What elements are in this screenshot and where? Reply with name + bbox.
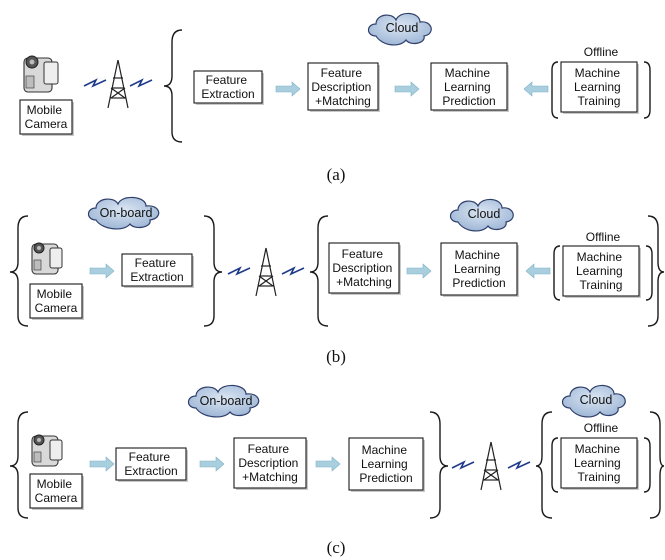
arrow-a1 xyxy=(275,81,301,97)
feature-extraction-box xyxy=(193,70,263,104)
feature-extraction-box xyxy=(121,253,193,287)
ml-prediction-box xyxy=(348,437,424,491)
arrow-b1 xyxy=(406,263,432,279)
ml-prediction-box xyxy=(430,62,508,111)
ml-prediction-label: Machine Learning Prediction xyxy=(359,443,412,485)
brace-c-mid xyxy=(429,411,449,519)
offline-label: Offline xyxy=(584,45,619,59)
cloud-label: Cloud xyxy=(580,393,613,407)
mobile-camera-label: Mobile Camera xyxy=(35,287,78,315)
cloud-icon xyxy=(449,198,514,232)
feature-description-label: Feature Description +Matching xyxy=(311,66,374,108)
arrow-b2 xyxy=(525,263,551,279)
brace-c-left xyxy=(9,411,29,519)
cloud-icon xyxy=(187,384,260,418)
arrow-a2 xyxy=(394,81,420,97)
cloud-icon xyxy=(367,12,432,46)
mobile-camera-label: Mobile Camera xyxy=(35,477,78,505)
ml-prediction-label: Machine Learning Prediction xyxy=(442,66,495,108)
feature-description-box xyxy=(233,437,307,489)
cell-tower-icon xyxy=(480,441,502,491)
arrow-c2 xyxy=(315,456,341,472)
mobile-camera-box xyxy=(19,99,73,135)
brace-b-right1 xyxy=(203,215,223,327)
mobile-camera-label: Mobile Camera xyxy=(25,103,68,131)
brace-c-right-close xyxy=(649,411,665,519)
cell-tower-icon xyxy=(107,59,129,109)
feature-extraction-label: Feature Extraction xyxy=(201,73,254,101)
ml-training-label: Machine Learning Training xyxy=(576,250,626,292)
mobile-camera-box xyxy=(29,283,83,319)
offline-label: Offline xyxy=(586,230,621,244)
brace-left xyxy=(163,29,183,143)
arrow-c0 xyxy=(89,456,115,472)
caption-c: (c) xyxy=(327,538,346,557)
onboard-label: On-board xyxy=(100,206,153,220)
cell-tower-icon xyxy=(255,247,277,297)
feature-description-label: Feature Description +Matching xyxy=(332,247,395,289)
camera-icon xyxy=(23,55,59,93)
feature-extraction-label: Feature Extraction xyxy=(130,256,183,284)
ml-training-box xyxy=(560,61,638,113)
caption-b: (b) xyxy=(326,347,346,366)
ml-training-label: Machine Learning Training xyxy=(574,442,624,484)
feature-description-label: Feature Description +Matching xyxy=(238,442,301,484)
ml-training-label: Machine Learning Training xyxy=(574,66,624,108)
panel-b: On-board Mobile Camera Feature Extractio… xyxy=(9,196,665,366)
offline-label: Offline xyxy=(584,421,619,435)
signal-icon xyxy=(227,266,305,276)
arrow-c1 xyxy=(199,456,225,472)
cloud-label: Cloud xyxy=(468,207,501,221)
caption-a: (a) xyxy=(327,165,346,184)
arrow-b0 xyxy=(89,263,115,279)
ml-prediction-box xyxy=(440,242,518,296)
cloud-label: Cloud xyxy=(386,21,419,35)
camera-icon xyxy=(31,434,63,467)
onboard-label: On-board xyxy=(200,394,253,408)
brace-c-right-open xyxy=(535,411,553,519)
ml-training-box xyxy=(562,245,640,297)
feature-description-box xyxy=(307,62,379,111)
panel-c: On-board Mobile Camera Feature Extractio… xyxy=(9,384,665,557)
feature-extraction-box xyxy=(115,447,187,481)
cloud-icon xyxy=(87,196,160,230)
ml-prediction-label: Machine Learning Prediction xyxy=(452,248,505,290)
signal-icon xyxy=(451,460,531,470)
brace-b-mid xyxy=(309,215,329,327)
ml-training-box xyxy=(560,437,638,489)
feature-description-box xyxy=(328,242,400,294)
panel-a: Mobile Camera Cloud Feature E xyxy=(19,12,651,184)
brace-b-left xyxy=(9,215,29,327)
signal-icon xyxy=(83,78,153,88)
mobile-camera-box xyxy=(29,473,83,509)
brace-b-right2 xyxy=(647,215,665,327)
arrow-a3 xyxy=(523,81,549,97)
cloud-icon xyxy=(561,384,626,418)
feature-extraction-label: Feature Extraction xyxy=(124,450,177,478)
camera-icon xyxy=(31,242,63,275)
